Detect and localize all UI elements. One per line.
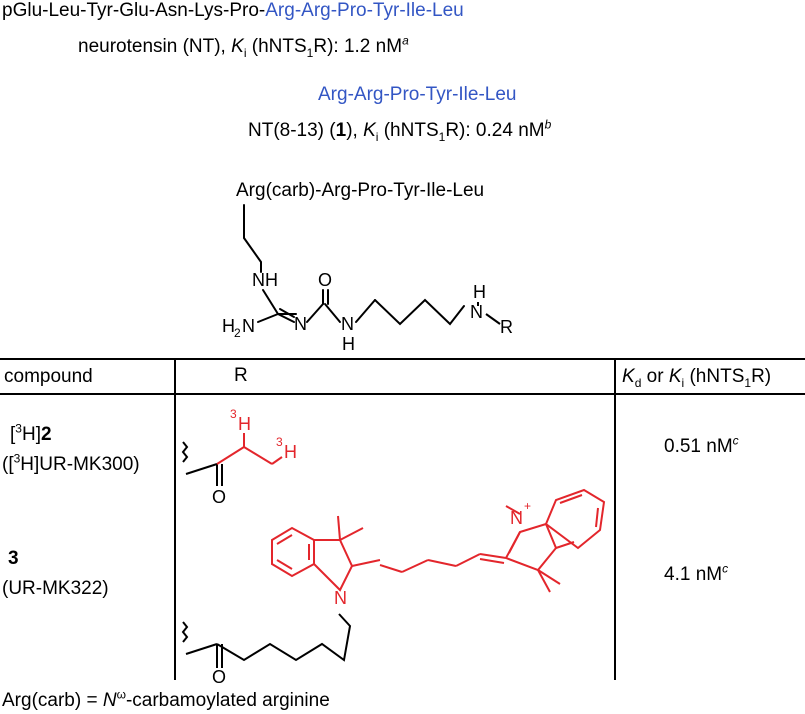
fragment-footnote-marker: b [544, 117, 552, 132]
row1-alias-sup: 3 [13, 451, 21, 466]
row1-label-sup: 3 [15, 421, 22, 436]
nt-target-sub: 1 [306, 45, 314, 60]
fragment-ki-subscript: i [375, 129, 379, 144]
fragment-target-sub: 1 [438, 129, 446, 144]
footnote-omega: ω [116, 687, 126, 702]
header-compound: compound [4, 366, 93, 387]
nt-ki-subscript: i [243, 45, 247, 60]
amine-n-label: N [470, 302, 483, 322]
h2n-sub-label: 2 [234, 326, 241, 340]
row1-o-label: O [212, 487, 226, 507]
row2-linker-bonds [181, 613, 352, 668]
scaffold-sequence: Arg(carb)-Arg-Pro-Tyr-Ile-Leu [236, 180, 485, 201]
row1-h1-sup: 3 [230, 407, 237, 421]
scaffold-bonds [243, 204, 465, 326]
row1-h1-label: H [238, 414, 251, 434]
nt-footnote-marker: a [402, 33, 409, 48]
table-header-rule [0, 393, 805, 395]
footnote-n: N [102, 690, 117, 711]
row1-alias-post: H]UR-MK300) [20, 454, 140, 475]
header-ki-symbol: K [668, 366, 682, 387]
row2-nplus-label: N [510, 508, 523, 528]
nt-target-post: R): 1.2 nM [313, 36, 403, 57]
fragment-label-pre: NT(8-13) ( [248, 120, 336, 141]
row2-o-label: O [212, 667, 226, 687]
r-group-label: R [500, 317, 513, 337]
row1-r-red-bonds [216, 433, 283, 465]
footnote-post: -carbamoylated arginine [125, 690, 330, 711]
fragment-sequence: Arg-Arg-Pro-Tyr-Ile-Leu [318, 84, 517, 105]
row1-label-pre: [ [10, 424, 16, 445]
header-target-pre: (hNTS [684, 366, 745, 387]
fragment-label: NT(8-13) (1), Ki (hNTS1R): 0.24 nMb [248, 117, 552, 144]
row2-n-label: N [334, 588, 347, 608]
nt-target-pre: (hNTS [246, 36, 307, 57]
amine-h-label: H [473, 282, 486, 302]
urea-h-label: H [342, 334, 355, 354]
header-or: or [641, 366, 669, 387]
header-target-sub: 1 [744, 375, 752, 390]
table-top-rule [0, 358, 805, 360]
row2-label-bold: 3 [8, 548, 19, 569]
h2n-h-label: H [222, 316, 235, 336]
header-target-post: R) [751, 366, 772, 387]
h2n-n-label: N [242, 316, 255, 336]
row2-cyanine-atoms: N + N O [212, 499, 531, 687]
fragment-label-post: ), [346, 120, 364, 141]
table-divider-right [614, 358, 616, 680]
row1-h2-sup: 3 [276, 435, 283, 449]
header-ki-sub: i [681, 375, 685, 390]
header-affinity: Kd or Ki (hNTS1R) [622, 366, 772, 390]
footnote: Arg(carb) = Nω-carbamoylated arginine [2, 687, 330, 712]
row2-footnote-marker: c [722, 561, 729, 576]
fragment-target-post: R): 0.24 nM [445, 120, 545, 141]
row2-compound-alias: (UR-MK322) [2, 578, 109, 599]
carbonyl-o-label: O [318, 270, 332, 290]
scaffold-structure: NH O H 2 N N N H H N R [222, 204, 513, 354]
row1-r-bonds [181, 441, 223, 486]
row2-cyanine-bonds [271, 488, 606, 593]
row2-plus-label: + [524, 499, 531, 513]
row2-affinity-value: 4.1 nM [664, 564, 723, 585]
neurotensin-active-fragment: Arg-Arg-Pro-Tyr-Ile-Leu [265, 0, 464, 21]
neurotensin-prefix: pGlu-Leu-Tyr-Glu-Asn-Lys-Pro- [2, 0, 266, 21]
amine-r-bonds [477, 302, 501, 325]
header-kd-sub: d [634, 375, 642, 390]
row1-compound-alias: ([3H]UR-MK300) [2, 451, 140, 476]
table-divider-left [174, 358, 176, 680]
row1-label-bold: 2 [40, 424, 52, 445]
fragment-target-pre: (hNTS [378, 120, 439, 141]
footnote-pre: Arg(carb) = [2, 690, 103, 711]
row1-label-mid: H] [21, 424, 41, 445]
row2-affinity: 4.1 nMc [664, 561, 729, 586]
nh-top-label: NH [252, 270, 278, 290]
imine-n-label: N [294, 314, 307, 334]
row1-compound-label: [3H]2 [10, 421, 52, 446]
fragment-label-bold: 1 [335, 120, 347, 141]
neurotensin-sequence: pGlu-Leu-Tyr-Glu-Asn-Lys-Pro-Arg-Arg-Pro… [2, 0, 464, 22]
row1-affinity: 0.51 nMc [664, 433, 739, 458]
header-r: R [234, 365, 248, 386]
nt-ki-symbol: K [231, 36, 244, 57]
row1-affinity-value: 0.51 nM [664, 436, 733, 457]
row1-footnote-marker: c [732, 433, 739, 448]
fragment-ki-symbol: K [363, 120, 376, 141]
row1-alias-pre: ([ [2, 454, 14, 475]
nt-label-text: neurotensin (NT), [78, 36, 232, 57]
scaffold-atom-labels: NH O H 2 N N N H H N R [222, 270, 513, 354]
header-kd-symbol: K [622, 366, 635, 387]
row1-r-atoms: 3 H 3 H O [212, 407, 297, 507]
urea-n-label: N [341, 314, 354, 334]
row2-compound-label: 3 [8, 548, 19, 570]
neurotensin-label: neurotensin (NT), Ki (hNTS1R): 1.2 nMa [78, 33, 409, 60]
row1-h2-label: H [284, 442, 297, 462]
